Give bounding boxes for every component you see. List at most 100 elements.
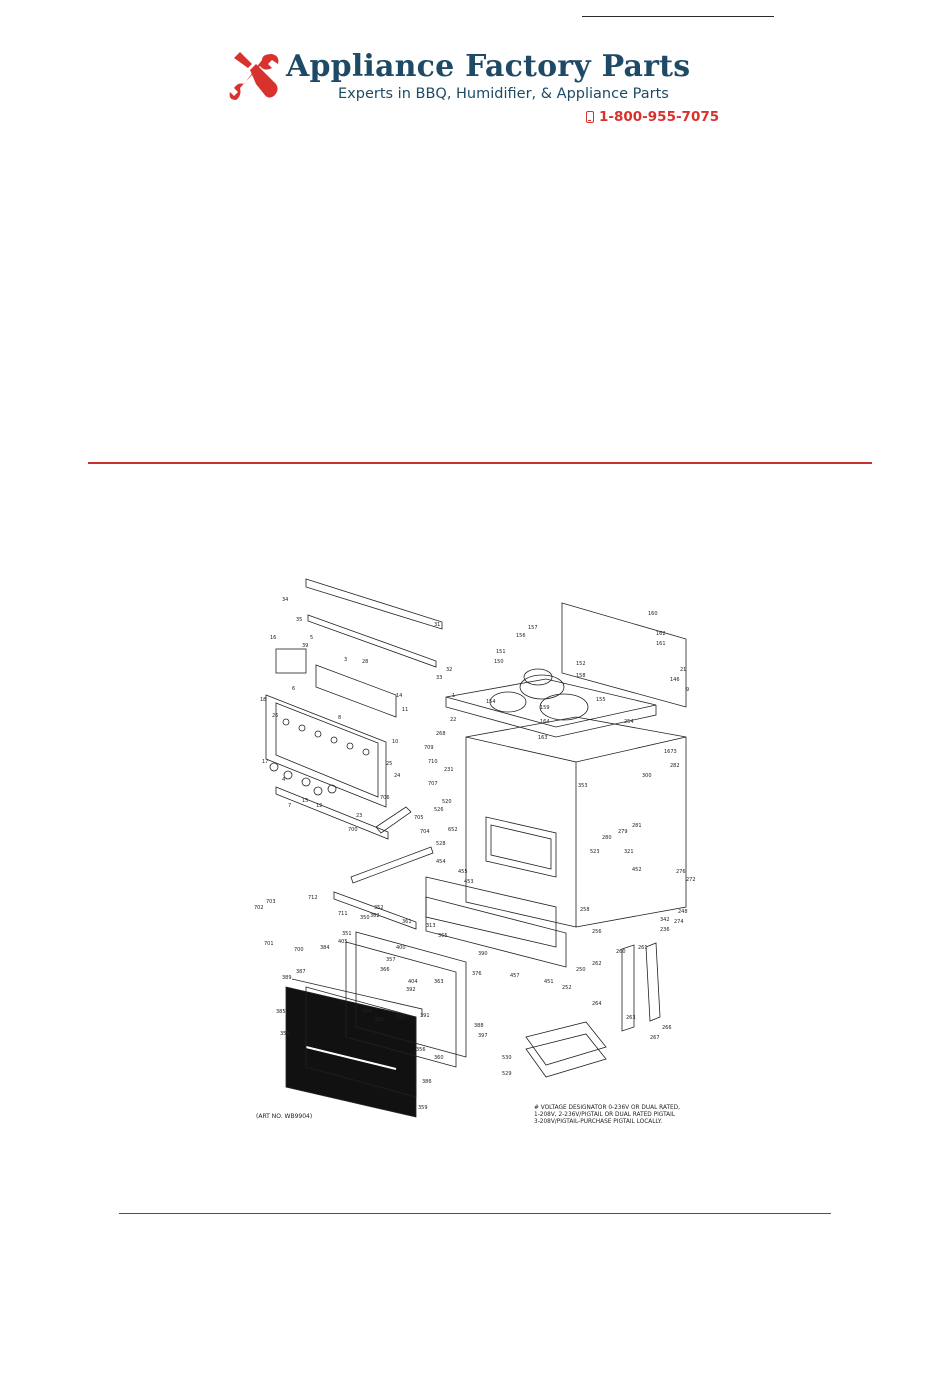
part-callout: 23 xyxy=(356,813,362,819)
part-callout: 260 xyxy=(616,949,626,955)
part-callout: 279 xyxy=(618,829,628,835)
part-callout: 356 xyxy=(416,1047,426,1053)
part-callout: 700 xyxy=(348,827,358,833)
part-callout: 156 xyxy=(516,633,526,639)
part-callout: 710 xyxy=(428,759,438,765)
part-callout: 712 xyxy=(308,895,318,901)
part-callout: 24 xyxy=(394,773,400,779)
broil-pan xyxy=(525,1021,607,1066)
art-number: (ART NO. WB9904) xyxy=(256,1113,313,1120)
part-callout: 652 xyxy=(448,827,458,833)
part-callout: 359 xyxy=(418,1105,428,1111)
part-callout: 520 xyxy=(442,799,452,805)
diagram-callouts: 34 35 31 32 33 16 39 5 3 28 14 11 10 18 … xyxy=(254,597,696,1111)
part-callout: 231 xyxy=(444,767,454,773)
backguard-strip xyxy=(305,578,443,630)
logo[interactable]: Appliance Factory Parts Experts in BBQ, … xyxy=(226,48,726,128)
part-callout: 160 xyxy=(648,611,658,617)
part-callout: 32 xyxy=(446,667,452,673)
part-callout: 256 xyxy=(592,929,602,935)
phone-number: 1-800-955-7075 xyxy=(599,109,720,125)
part-callout: 281 xyxy=(632,823,642,829)
part-callout: 391 xyxy=(420,1013,430,1019)
part-callout: 8 xyxy=(338,715,341,721)
part-callout: 451 xyxy=(544,979,554,985)
part-callout: 705 xyxy=(414,815,424,821)
part-callout: 280 xyxy=(602,835,612,841)
part-callout: 261 xyxy=(638,945,648,951)
part-callout: 18 xyxy=(260,697,266,703)
part-callout: 397 xyxy=(478,1033,488,1039)
part-callout: 390 xyxy=(478,951,488,957)
part-callout: 15 xyxy=(302,798,308,804)
part-callout: 25 xyxy=(386,761,392,767)
part-callout: 264 xyxy=(592,1001,602,1007)
part-callout: 267 xyxy=(650,1035,660,1041)
part-callout: 701 xyxy=(264,941,274,947)
part-callout: 703 xyxy=(266,899,276,905)
part-callout: 28 xyxy=(362,659,368,665)
part-callout: 151 xyxy=(496,649,506,655)
part-callout: 6 xyxy=(292,686,295,692)
part-callout: 454 xyxy=(436,859,446,865)
part-callout: 386 xyxy=(422,1079,432,1085)
part-callout: 706 xyxy=(380,795,390,801)
note-line: 3-208V/PIGTAIL-PURCHASE PIGTAIL LOCALLY. xyxy=(534,1119,663,1125)
part-callout: 387 xyxy=(296,969,306,975)
part-callout: 700 xyxy=(294,947,304,953)
part-callout: 4 xyxy=(282,777,285,783)
tagline: Experts in BBQ, Humidifier, & Appliance … xyxy=(338,86,669,102)
exploded-parts-diagram: 34 35 31 32 33 16 39 5 3 28 14 11 10 18 … xyxy=(254,578,696,1118)
part-callout: 14 xyxy=(396,693,402,699)
part-callout: 529 xyxy=(502,1071,512,1077)
part-callout: 405 xyxy=(338,939,348,945)
part-callout: 34 xyxy=(282,597,288,603)
part-callout: 236 xyxy=(660,927,670,933)
part-callout: 357 xyxy=(386,957,396,963)
part-callout: 707 xyxy=(428,781,438,787)
part-callout: 3 xyxy=(344,657,347,663)
part-callout: 266 xyxy=(662,1025,672,1031)
part-callout: 342 xyxy=(660,917,670,923)
part-callout: 385 xyxy=(276,1009,286,1015)
section-divider-blue xyxy=(119,1213,831,1214)
part-callout: 252 xyxy=(562,985,572,991)
part-callout: 282 xyxy=(670,763,680,769)
control-panel xyxy=(265,694,387,808)
part-callout: 158 xyxy=(576,673,586,679)
part-callout: 35 xyxy=(296,617,302,623)
phone-link[interactable]: 1-800-955-7075 xyxy=(586,108,719,126)
part-callout: 248 xyxy=(678,909,688,915)
part-callout: 268 xyxy=(436,731,446,737)
part-callout: 154 xyxy=(486,699,496,705)
part-callout: 1673 xyxy=(664,749,677,755)
part-callout: 16 xyxy=(270,635,276,641)
part-callout: 157 xyxy=(528,625,538,631)
voltage-note: # VOLTAGE DESIGNATOR 0-236V OR DUAL RATE… xyxy=(534,1105,704,1126)
part-callout: 362 xyxy=(370,913,380,919)
brand-name: Appliance Factory Parts xyxy=(286,49,691,84)
mobile-phone-icon xyxy=(586,111,594,123)
part-callout: 350 xyxy=(360,915,370,921)
part-callout: 263 xyxy=(626,1015,636,1021)
part-callout: 33 xyxy=(436,675,442,681)
part-callout: 364 xyxy=(362,1009,372,1015)
part-callout: 452 xyxy=(632,867,642,873)
part-callout: 352 xyxy=(374,905,384,911)
part-callout: 10 xyxy=(392,739,398,745)
part-callout: 164 xyxy=(540,719,550,725)
part-callout: 523 xyxy=(590,849,600,855)
part-callout: 274 xyxy=(674,919,684,925)
part-callout: 380 xyxy=(374,1017,384,1023)
part-callout: 358 xyxy=(280,1031,290,1037)
part-callout: 21 xyxy=(680,667,686,673)
part-callout: 26 xyxy=(272,713,278,719)
part-callout: 389 xyxy=(282,975,292,981)
part-callout: 711 xyxy=(338,911,348,917)
part-callout: 384 xyxy=(320,945,330,951)
part-callout: 11 xyxy=(402,707,408,713)
part-callout: 163 xyxy=(538,735,548,741)
wrench-screwdriver-icon xyxy=(229,52,279,100)
part-callout: 39 xyxy=(302,643,308,649)
part-callout: 376 xyxy=(472,971,482,977)
